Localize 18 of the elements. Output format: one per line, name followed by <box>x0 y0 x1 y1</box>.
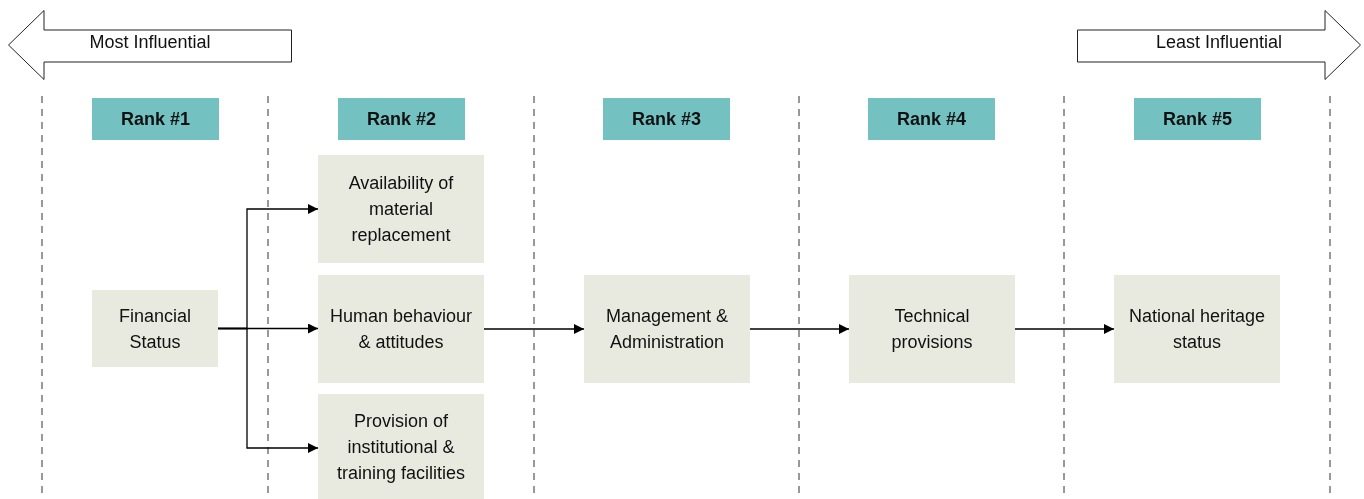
rank-header: Rank #4 <box>868 98 995 140</box>
banner-label: Most Influential <box>89 31 211 54</box>
arrow <box>749 324 850 334</box>
rank-header: Rank #3 <box>603 98 730 140</box>
factor-box: Management & Administration <box>584 275 750 383</box>
arrow <box>217 327 319 453</box>
factor-box: Human behaviour & attitudes <box>318 275 484 383</box>
rank-header: Rank #5 <box>1134 98 1261 140</box>
rank-header: Rank #2 <box>338 98 465 140</box>
banner-label: Least Influential <box>1155 31 1283 54</box>
rank-header: Rank #1 <box>92 98 219 140</box>
factor-box: National heritage status <box>1114 275 1280 383</box>
factor-box: Provision of institutional & training facilities <box>318 394 484 499</box>
factor-box: Availability of material replacement <box>318 155 484 263</box>
factor-box: Financial Status <box>92 290 218 367</box>
arrow <box>1014 324 1115 334</box>
factor-box: Technical provisions <box>849 275 1015 383</box>
arrow <box>483 324 585 334</box>
